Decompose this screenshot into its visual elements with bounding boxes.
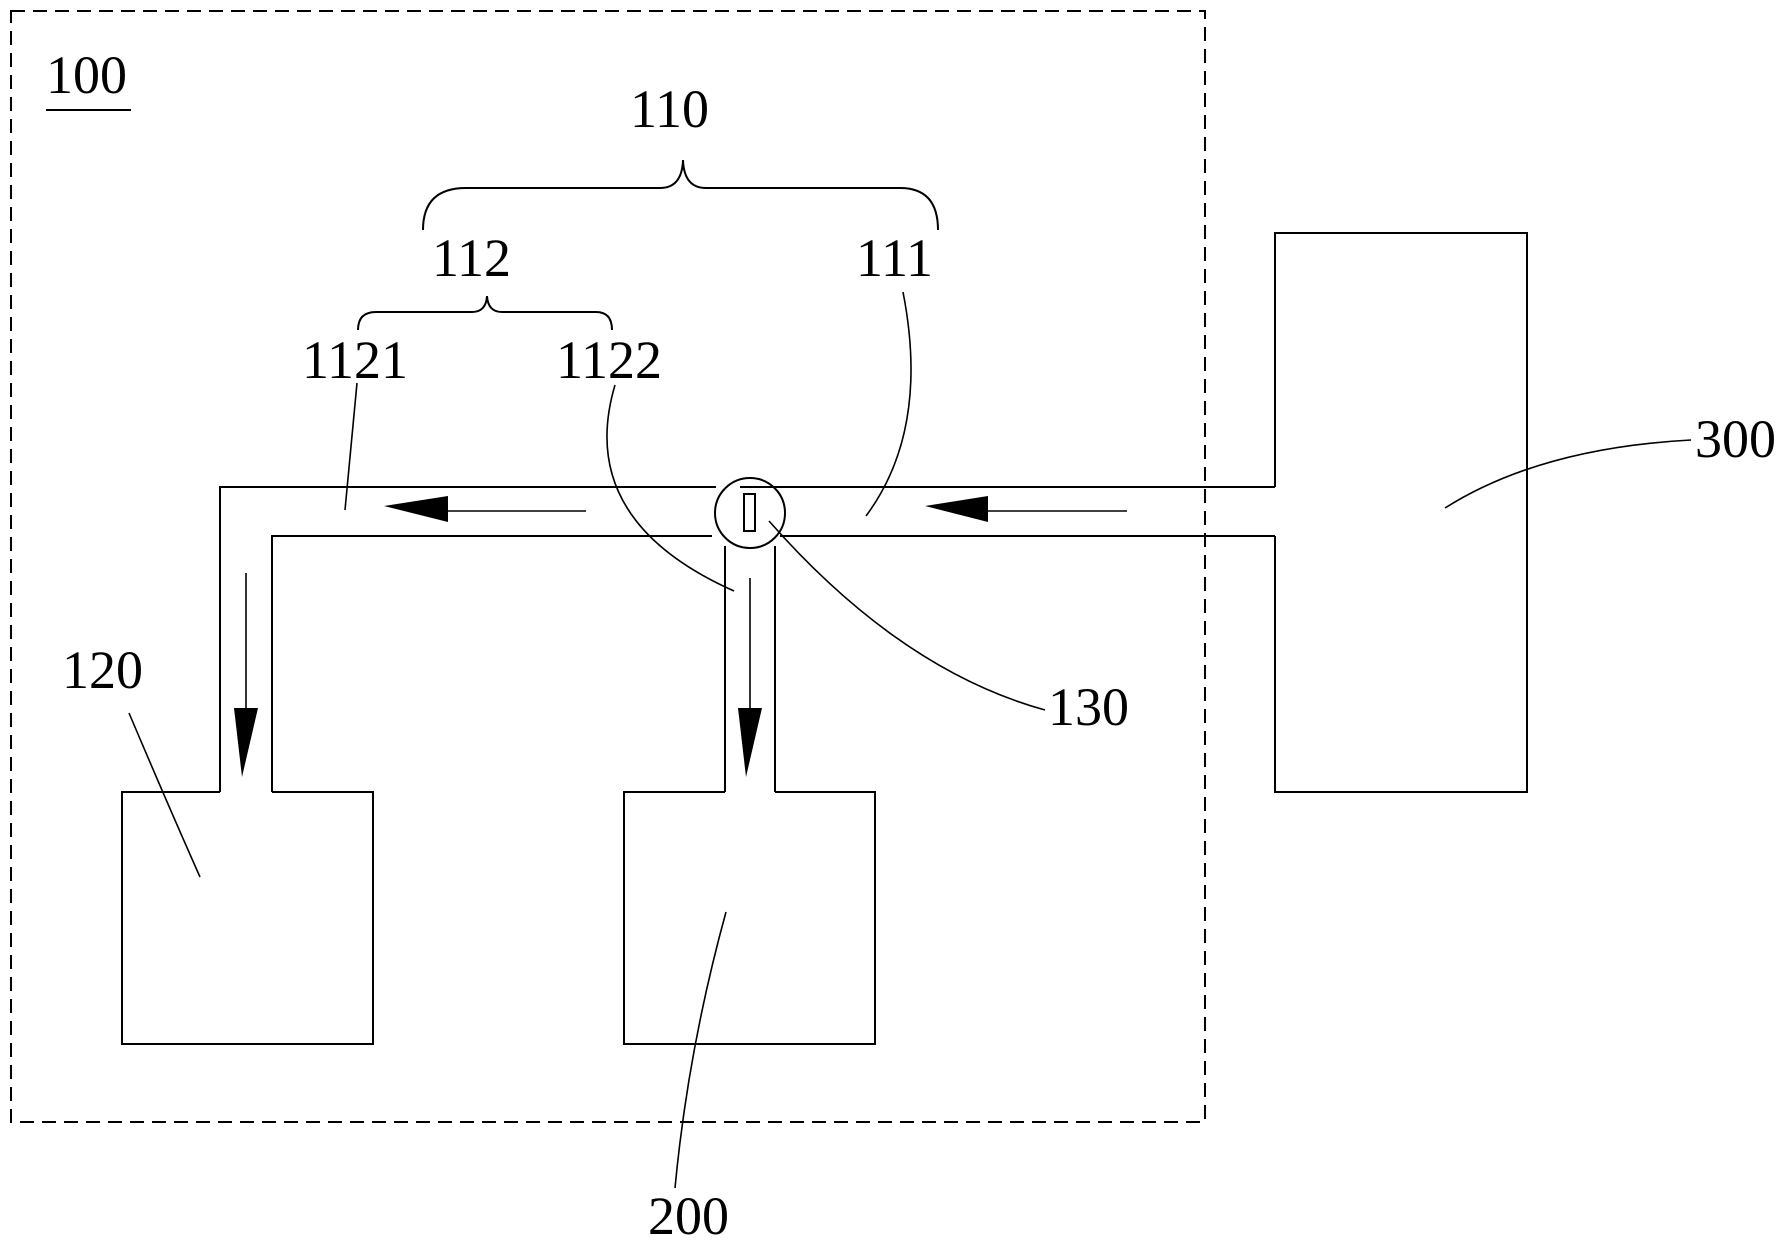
- leader-first-pipe: [865, 291, 912, 517]
- tank-box: [121, 791, 374, 1045]
- label-branch-a: 1121: [302, 330, 408, 390]
- label-first-pipe: 111: [856, 228, 933, 288]
- leader-tank: [128, 712, 201, 878]
- label-second-pipe: 112: [432, 228, 511, 288]
- valve-circle: [714, 477, 786, 549]
- valve-core: [743, 493, 756, 532]
- label-system: 100: [46, 45, 127, 105]
- label-branch-b: 1122: [556, 330, 662, 390]
- label-device: 200: [648, 1186, 729, 1241]
- device-box: [623, 791, 876, 1045]
- flow-arrow-first-head: [925, 496, 988, 522]
- pipe-branch-a-inner-wall: [271, 535, 712, 792]
- pipe-branch-a-outer-wall: [219, 486, 716, 792]
- flow-arrow-tank-head: [234, 708, 258, 777]
- brace-pipeline: [422, 159, 939, 231]
- leader-device: [674, 911, 727, 1189]
- flow-arrow-device-head: [738, 708, 762, 777]
- label-tank: 120: [62, 640, 143, 700]
- system-boundary: [10, 10, 1206, 1123]
- leader-source: [1444, 439, 1692, 509]
- brace-second-pipe: [357, 295, 613, 331]
- label-source: 300: [1695, 409, 1776, 469]
- label-pipeline: 110: [630, 79, 709, 139]
- label-valve: 130: [1048, 677, 1129, 737]
- leader-valve: [768, 520, 1046, 711]
- flow-arrow-branch-a-head: [384, 496, 448, 522]
- leader-branch-a: [344, 382, 358, 511]
- source-box: [1274, 232, 1528, 793]
- leader-branch-b: [606, 384, 735, 592]
